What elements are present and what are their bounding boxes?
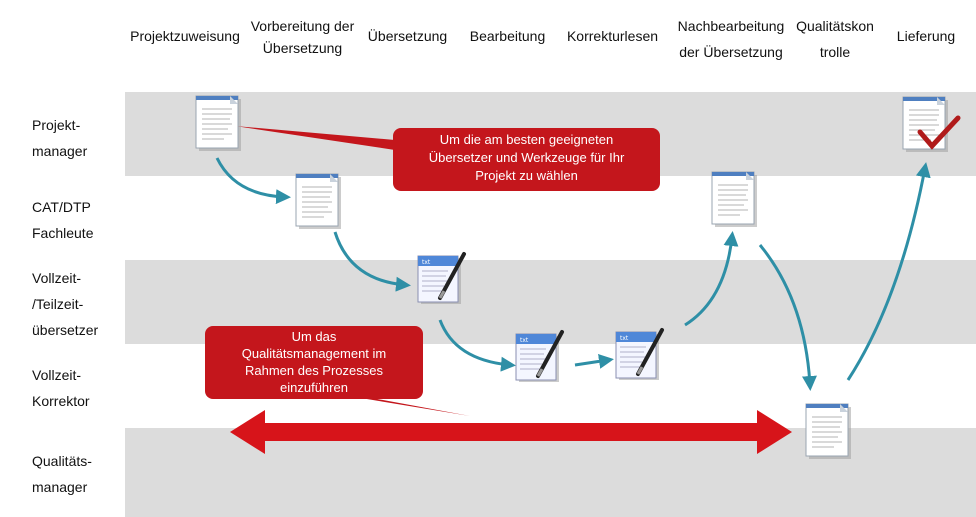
callout-tool-selection: Um die am besten geeigneten Übersetzer u… — [393, 128, 660, 191]
document-pen-icon — [514, 330, 564, 384]
flow-arrow — [846, 162, 931, 381]
flow-arrow — [574, 353, 614, 369]
document-pen-icon — [416, 252, 466, 306]
document-icon — [295, 173, 342, 230]
column-uebersetzung: Übersetzung — [367, 28, 448, 44]
quality-management-arrow — [230, 410, 792, 454]
column-korrekturlesen: Korrekturlesen — [566, 28, 659, 44]
role-uebersetzer: Vollzeit-/Teilzeit-übersetzer — [32, 270, 99, 338]
column-lieferung: Lieferung — [896, 28, 956, 44]
document-icon — [805, 403, 852, 460]
flow-arrow — [215, 157, 291, 205]
document-checkmark-icon — [902, 96, 961, 153]
column-projektzuweisung: Projektzuweisung — [130, 28, 240, 44]
flow-arrow — [758, 244, 817, 391]
flow-arrow — [438, 319, 516, 372]
callout-pointer-top — [235, 126, 395, 150]
flow-arrow — [333, 231, 411, 292]
role-qualitaetsmanager: Qualitäts-manager — [32, 453, 92, 495]
callout-quality-management: Um das Qualitätsmanagement im Rahmen des… — [205, 326, 423, 399]
document-pen-icon — [614, 328, 664, 382]
role-korrektor: Vollzeit-Korrektor — [32, 367, 90, 409]
role-projektmanager: Projekt-manager — [32, 117, 88, 159]
column-bearbeitung: Bearbeitung — [469, 28, 546, 44]
document-icon — [711, 171, 758, 228]
document-icon — [195, 95, 242, 152]
flow-arrow — [684, 231, 739, 327]
